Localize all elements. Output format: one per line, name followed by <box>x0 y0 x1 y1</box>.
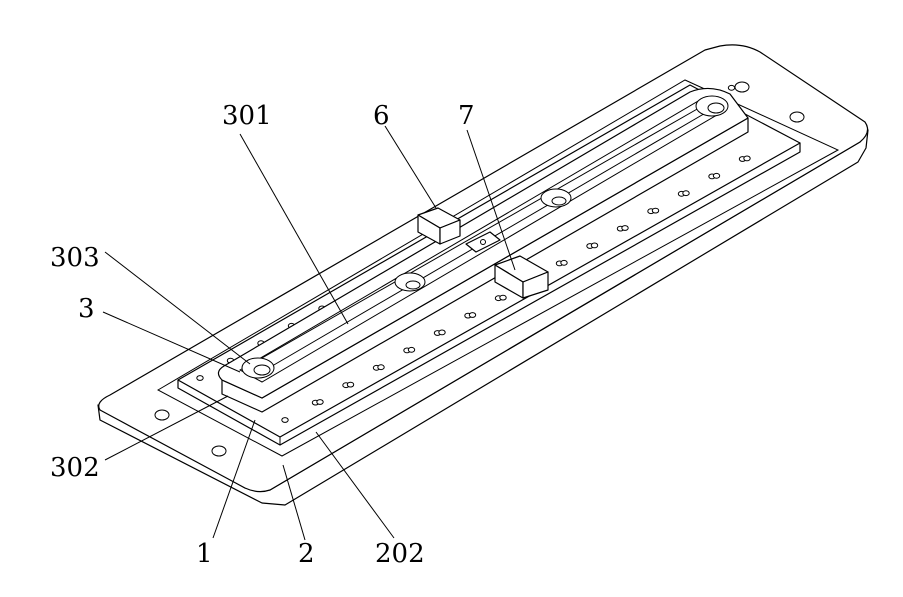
perforation-hole <box>727 84 736 91</box>
perforation-hole <box>682 190 690 197</box>
perforation-hole <box>438 329 446 336</box>
base-hole-1 <box>154 409 170 421</box>
perforation-hole <box>346 381 355 388</box>
perforation-hole <box>560 259 568 266</box>
perforation-hole <box>590 242 599 249</box>
perforation-hole <box>377 364 385 371</box>
perforation-hole <box>196 375 204 381</box>
callouts: 301 6 7 303 3 302 1 2 202 <box>50 101 475 569</box>
leader-lines <box>102 125 516 541</box>
callout-1: 1 <box>196 539 213 569</box>
callout-6: 6 <box>373 101 390 131</box>
callout-3: 3 <box>78 294 95 324</box>
base-hole-4 <box>789 111 805 123</box>
perforation-hole <box>407 346 416 353</box>
perforation-hole <box>743 155 751 162</box>
perforation-hole <box>468 312 477 318</box>
base-hole-2 <box>211 445 227 457</box>
base-hole-3 <box>734 81 750 93</box>
counterbore-hole-1-inner <box>405 280 421 290</box>
perforation-hole <box>651 207 660 214</box>
callout-302: 302 <box>50 453 100 483</box>
connector-tab <box>465 231 501 253</box>
clamp-7 <box>494 255 549 299</box>
callout-2: 2 <box>298 539 315 569</box>
perforation-hole <box>621 225 629 231</box>
perforation-hole <box>281 417 289 423</box>
callout-202: 202 <box>375 539 425 569</box>
slot-end-hole-right-inner <box>707 102 725 114</box>
perforation-hole <box>499 294 507 301</box>
perforation-hole <box>316 399 324 405</box>
callout-7: 7 <box>458 101 475 131</box>
callout-301: 301 <box>222 101 272 131</box>
callout-303: 303 <box>50 243 100 273</box>
counterbore-hole-2-inner <box>551 196 567 206</box>
slot-end-hole-left-inner <box>253 364 271 376</box>
perforation-hole <box>712 172 721 179</box>
clamp-6 <box>417 207 461 245</box>
